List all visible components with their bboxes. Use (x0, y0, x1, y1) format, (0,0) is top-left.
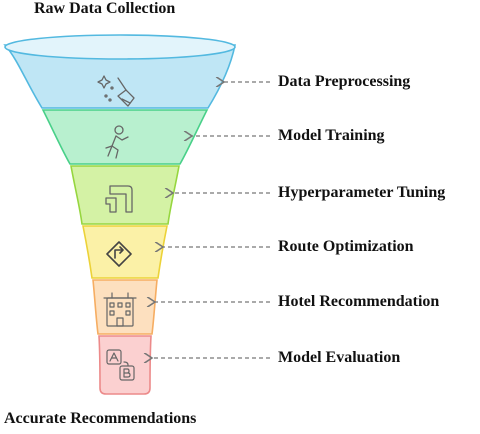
funnel-band-6 (98, 335, 152, 395)
stage-label-model-evaluation: Model Evaluation (278, 349, 401, 366)
broom-sparkle-icon (97, 75, 135, 107)
person-exercise-icon (105, 125, 129, 159)
stage-label-data-preprocessing: Data Preprocessing (278, 73, 411, 90)
funnel-top-title: Raw Data Collection (34, 0, 176, 17)
hotel-building-icon (103, 292, 137, 327)
funnel-band-3 (70, 165, 180, 225)
funnel-rim (4, 34, 236, 60)
funnel-stage-hotel-recommendation (92, 279, 158, 335)
stage-label-hotel-recommendation: Hotel Recommendation (278, 293, 440, 310)
funnel-bottom-title: Accurate Recommendations (4, 410, 197, 427)
funnel-band-1 (3, 44, 236, 109)
connector-lines (152, 82, 270, 358)
funnel-stage-hyperparameter-tuning (70, 165, 180, 225)
funnel-stage-data-preprocessing (3, 34, 236, 109)
funnel-band-4 (82, 225, 168, 279)
route-arrows-icon (105, 185, 133, 213)
stage-label-hyperparameter-tuning: Hyperparameter Tuning (278, 184, 446, 201)
ab-test-icon (106, 349, 135, 381)
stage-label-route-optimization: Route Optimization (278, 238, 414, 255)
funnel-stage-route-optimization (82, 225, 168, 279)
funnel-stage-model-training (41, 109, 209, 165)
funnel-band-5 (92, 279, 158, 335)
stage-label-model-training: Model Training (278, 127, 385, 144)
funnel-stage-model-evaluation (98, 335, 152, 395)
funnel-band-2 (41, 109, 209, 165)
route-sign-icon (106, 241, 132, 267)
